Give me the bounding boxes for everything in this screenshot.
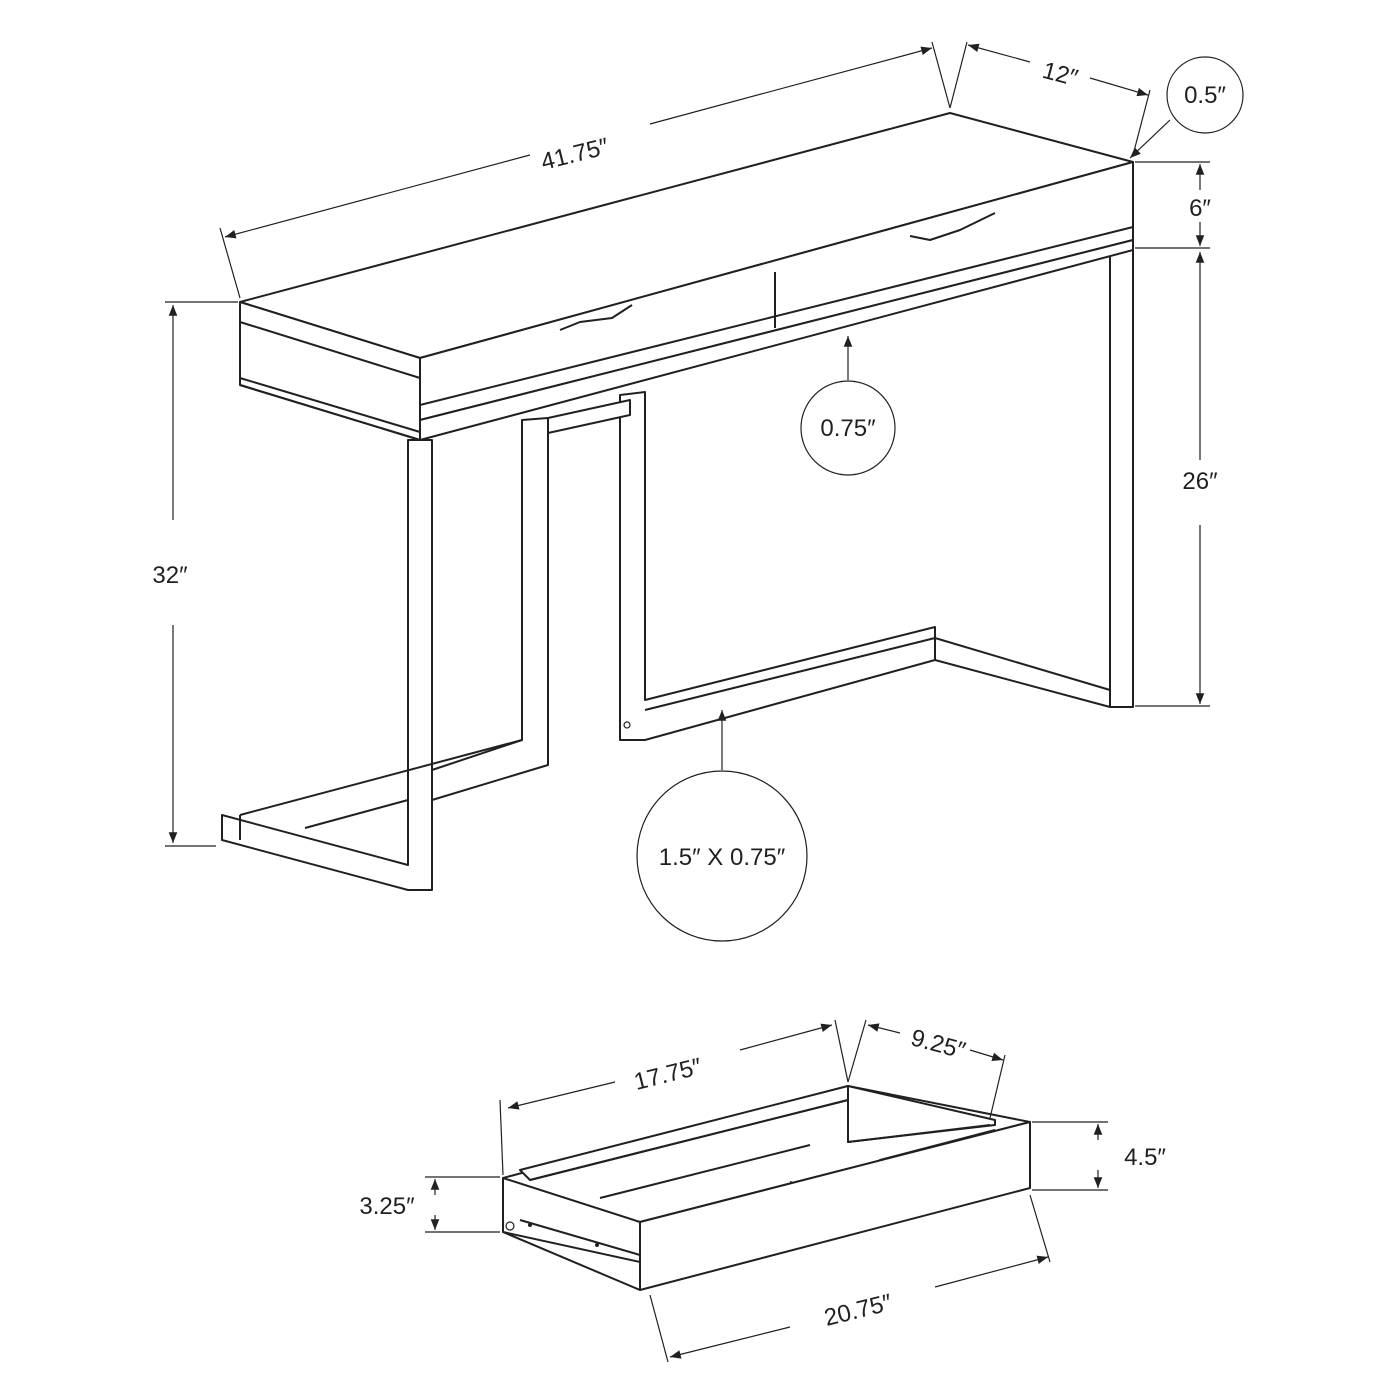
right-leg-base-edge: [644, 637, 936, 711]
drawer-length-dimension-arrow: [739, 1023, 833, 1051]
label-drawer-length: 17.75″: [631, 1053, 705, 1096]
width-dimension-arrow: [224, 154, 531, 239]
leg-bolt: [623, 721, 631, 729]
drawer-front-width-dimension-arrow: [934, 1255, 1049, 1288]
right-leg-base-edge: [934, 637, 1111, 691]
drawer-front-panel: [639, 1121, 1031, 1291]
drawer-front-width-dimension-arrow: [669, 1326, 791, 1359]
label-drawer-depth: 9.25″: [908, 1024, 969, 1064]
desk-side-detail-line: [239, 384, 421, 441]
label-shelf-thickness: 0.75″: [820, 415, 876, 442]
label-drawer-front-width: 20.75″: [822, 1289, 896, 1332]
depth-dimension-arrow: [1089, 77, 1149, 97]
drawer-slide-wheel: [505, 1221, 515, 1231]
label-total-height: 32″: [152, 562, 188, 589]
extension-line: [931, 41, 951, 109]
label-leg-clearance: 26″: [1182, 468, 1218, 495]
drawer-depth-dimension-arrow: [969, 1049, 1004, 1062]
label-drawer-height: 6″: [1189, 195, 1211, 222]
label-drawer-front-height: 4.5″: [1124, 1144, 1166, 1171]
callout-circle-leg: [636, 770, 808, 942]
drawer: [502, 1085, 1031, 1291]
width-dimension-arrow: [649, 46, 933, 125]
drawer-slide-rail: [519, 1219, 641, 1256]
extension-line: [499, 1099, 504, 1176]
label-top-thickness: 0.5″: [1184, 82, 1226, 109]
label-desk-width: 41.75″: [538, 133, 612, 176]
left-leg-frame: [221, 439, 433, 891]
extension-line: [834, 1019, 849, 1083]
label-leg-profile: 1.5″ X 0.75″: [659, 844, 786, 871]
extension-line: [847, 1019, 867, 1083]
extension-line: [219, 227, 241, 299]
top-thickness-leader-arrow: [1129, 119, 1171, 159]
extension-line: [989, 1054, 1006, 1119]
drawer-length-dimension-arrow: [507, 1081, 616, 1110]
drawer-slide-screw: [528, 1223, 532, 1227]
extension-line: [1132, 89, 1151, 156]
label-desk-depth: 12″: [1040, 57, 1081, 92]
desk-dimension-lines: [165, 41, 1244, 942]
drawer-dimension-lines: [425, 1019, 1108, 1363]
extension-line: [1029, 1194, 1051, 1263]
drawer-bottom-edge: [419, 226, 1134, 406]
drawer-depth-dimension-arrow: [867, 1023, 901, 1034]
extension-line: [649, 1294, 669, 1363]
desk-side-detail-line: [239, 377, 421, 433]
depth-dimension-arrow: [967, 43, 1031, 63]
drawer-inner-edge: [529, 1099, 991, 1181]
desk-side-detail-line: [239, 321, 421, 379]
desk-body: [239, 112, 1134, 441]
right-drawer-handle-cutout: [909, 212, 996, 241]
desk-shelf-edge: [419, 239, 1134, 441]
callout-circle-top: [1166, 56, 1244, 134]
left-leg-base-edge: [304, 799, 409, 829]
left-leg-base-edge: [239, 739, 523, 816]
drawer-side-panel: [502, 1177, 641, 1263]
leg-crossbar: [547, 399, 631, 434]
left-leg-back-post: [431, 417, 549, 801]
desk-legs: [221, 247, 1134, 891]
drawer-slide-screw: [595, 1243, 599, 1247]
label-drawer-side-height: 3.25″: [359, 1193, 415, 1220]
drawer-floor-edge: [599, 1144, 811, 1199]
extension-line: [949, 41, 968, 109]
left-drawer-handle-cutout: [559, 304, 633, 331]
callout-circle-shelf: [800, 380, 896, 476]
